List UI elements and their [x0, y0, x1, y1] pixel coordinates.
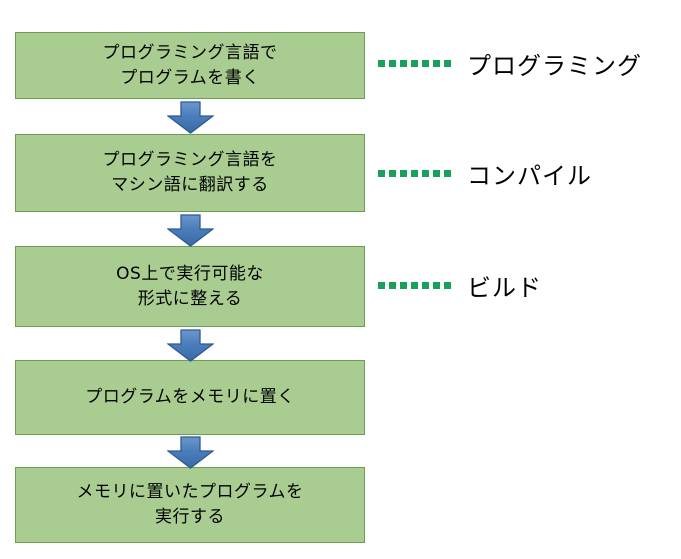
legend-item-programming: プログラミング — [378, 46, 642, 80]
flow-step-write-code[interactable]: プログラミング言語で プログラムを書く — [15, 32, 365, 99]
flow-step-compile[interactable]: プログラミング言語を マシン語に翻訳する — [15, 134, 365, 212]
flow-step-execute[interactable]: メモリに置いたプログラムを 実行する — [15, 467, 365, 543]
flow-step-label: プログラミング言語で プログラムを書く — [102, 42, 278, 88]
down-arrow-icon — [167, 101, 214, 134]
legend-label: プログラミング — [467, 51, 642, 80]
flow-step-build[interactable]: OS上で実行可能な 形式に整える — [15, 246, 365, 327]
down-arrow-icon — [167, 329, 214, 362]
legend-label: ビルド — [467, 273, 542, 302]
dotted-connector-icon — [378, 281, 451, 289]
down-arrow-icon — [167, 214, 214, 247]
legend-label: コンパイル — [467, 161, 592, 190]
flow-step-label: メモリに置いたプログラムを 実行する — [76, 482, 304, 527]
flow-step-label: OS上で実行可能な 形式に整える — [116, 263, 264, 309]
flow-step-label: プログラミング言語を マシン語に翻訳する — [102, 150, 278, 195]
flow-step-load-memory[interactable]: プログラムをメモリに置く — [15, 360, 365, 435]
legend-item-compile: コンパイル — [378, 156, 592, 190]
dotted-connector-icon — [378, 169, 451, 177]
dotted-connector-icon — [378, 59, 451, 67]
flow-step-label: プログラムをメモリに置く — [85, 387, 295, 408]
down-arrow-icon — [167, 436, 214, 469]
legend-item-build: ビルド — [378, 268, 542, 302]
